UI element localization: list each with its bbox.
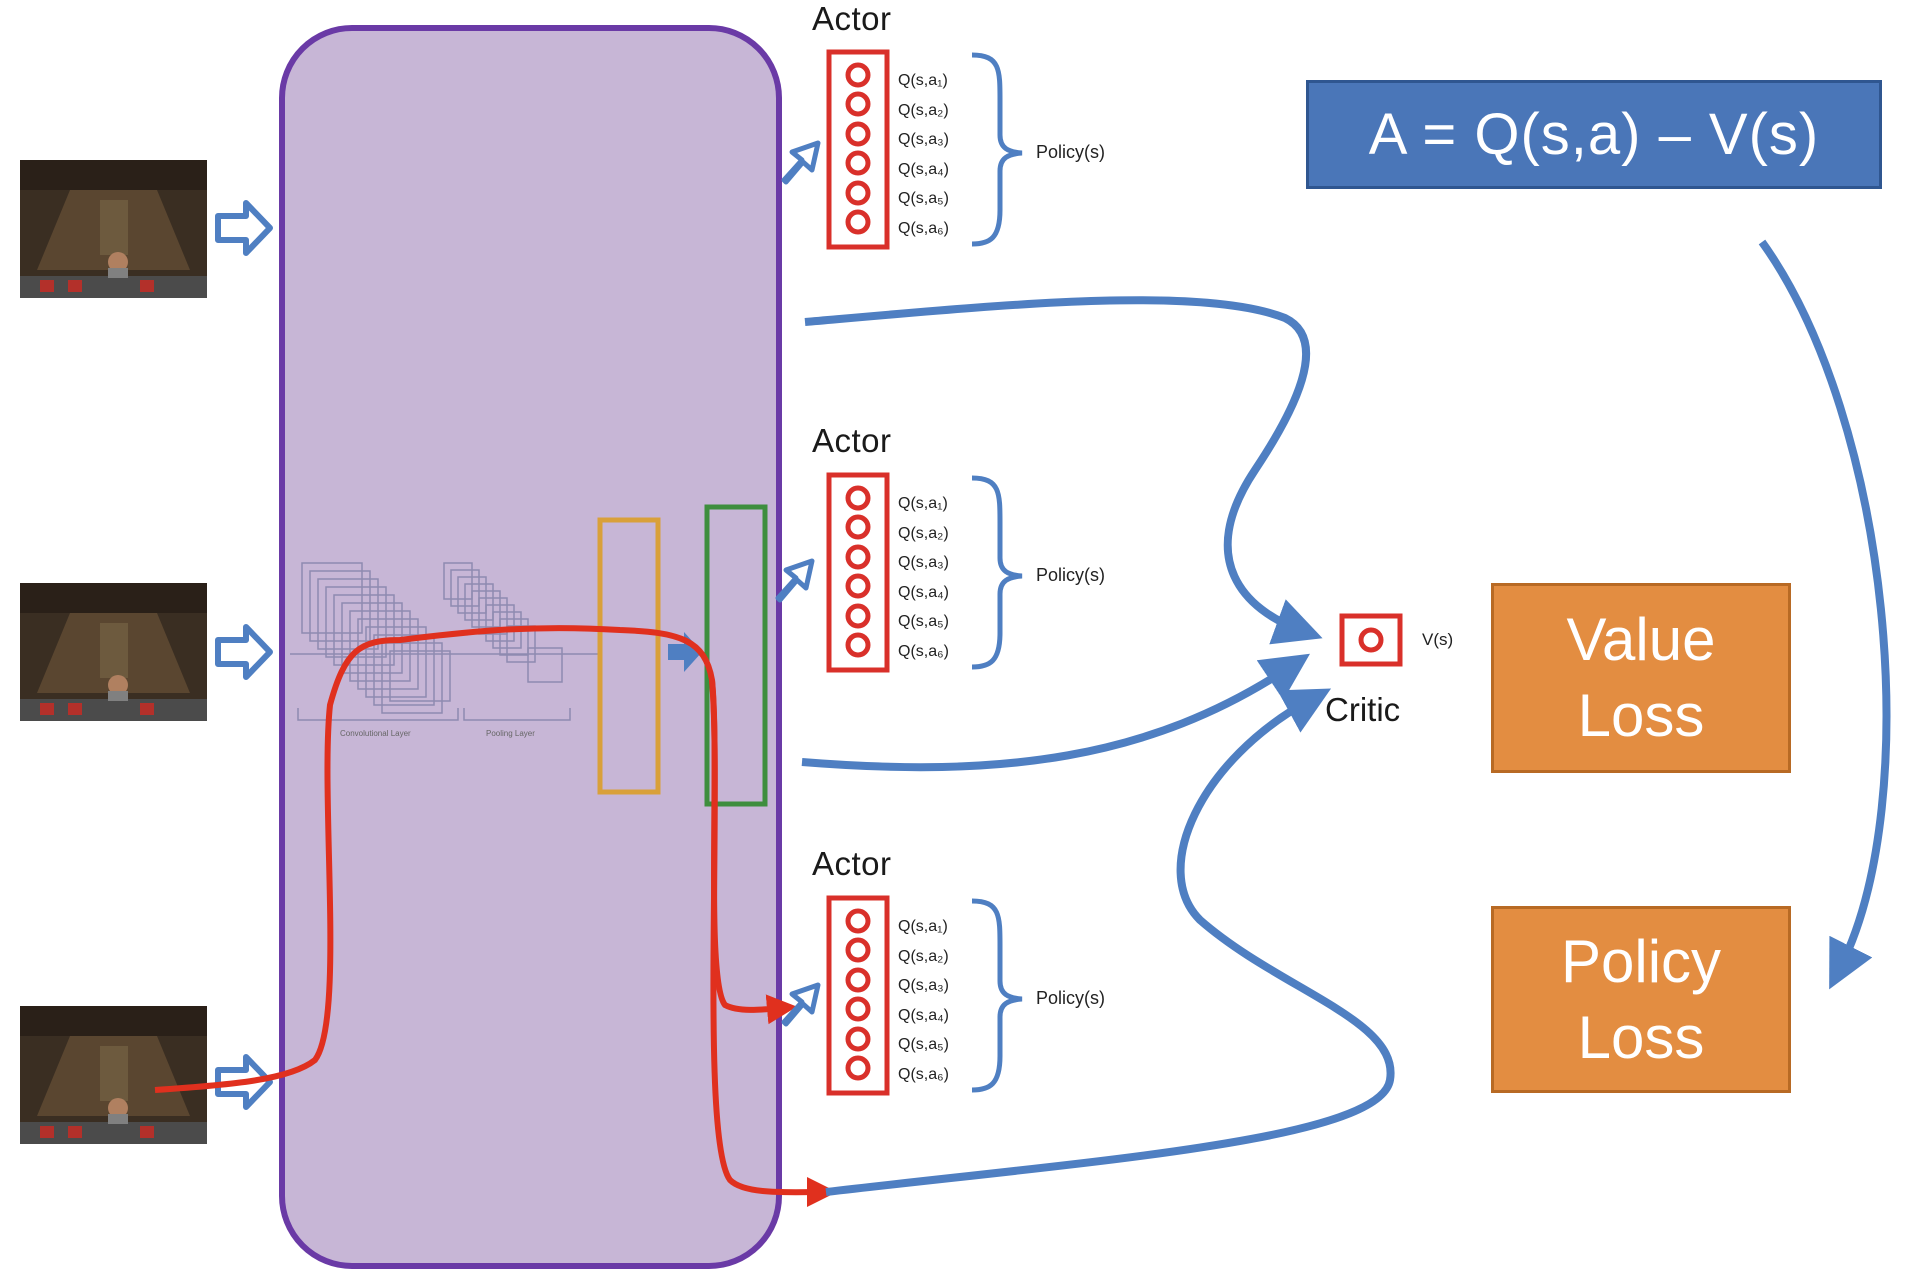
policy-brace-1 bbox=[971, 52, 1023, 247]
q-value: Q(s,a₆) bbox=[898, 219, 949, 237]
value-loss-box: Value Loss bbox=[1491, 583, 1791, 773]
critic-arrow-from-actor-2 bbox=[801, 653, 1310, 772]
actor-1-neurons bbox=[826, 49, 890, 250]
advantage-to-policy-loss-arrow bbox=[1758, 239, 1891, 990]
q-value: Q(s,a₂) bbox=[898, 947, 949, 965]
policy-loss-box: Policy Loss bbox=[1491, 906, 1791, 1093]
conv-layer-caption: Convolutional Layer bbox=[340, 729, 411, 738]
actor-3-policy-label: Policy(s) bbox=[1036, 988, 1106, 1008]
q-value: Q(s,a₅) bbox=[898, 613, 949, 630]
critic-neuron-box bbox=[1339, 613, 1403, 667]
q-value: Q(s,a₅) bbox=[898, 1036, 949, 1053]
actor-1-policy-label: Policy(s) bbox=[1036, 142, 1106, 162]
q-value: Q(s,a₄) bbox=[898, 160, 949, 178]
q-value: Q(s,a₃) bbox=[898, 131, 949, 148]
red-flow-path-2 bbox=[709, 679, 837, 1208]
actor-2-policy-label: Policy(s) bbox=[1036, 565, 1106, 585]
game-frame-3 bbox=[20, 1006, 207, 1144]
input-arrow-1 bbox=[215, 200, 273, 256]
actor-2-q-values: Q(s,a₁) Q(s,a₂) Q(s,a₃) Q(s,a₄) Q(s,a₅) … bbox=[898, 489, 949, 666]
actor-1-label: Actor bbox=[812, 0, 892, 37]
actor-1-q-values: Q(s,a₁) Q(s,a₂) Q(s,a₃) Q(s,a₄) Q(s,a₅) … bbox=[898, 66, 949, 243]
cnn-sketch bbox=[290, 562, 600, 721]
critic-value-label: V(s) bbox=[1422, 630, 1454, 649]
value-loss-line-1: Value bbox=[1566, 606, 1716, 673]
actor-2-neurons bbox=[826, 472, 890, 673]
actor-3-neurons bbox=[826, 895, 890, 1096]
hidden-layer-orange bbox=[597, 517, 661, 795]
q-value: Q(s,a₄) bbox=[898, 1006, 949, 1024]
actor-arrow-2 bbox=[775, 558, 815, 603]
pool-layer-caption: Pooling Layer bbox=[486, 729, 535, 738]
policy-loss-line-2: Loss bbox=[1577, 1003, 1705, 1071]
q-value: Q(s,a₂) bbox=[898, 524, 949, 542]
policy-loss-line-1: Policy bbox=[1560, 927, 1722, 995]
actor-arrow-1 bbox=[781, 140, 821, 185]
actor-arrow-3 bbox=[781, 982, 821, 1027]
q-value: Q(s,a₁) bbox=[898, 495, 948, 512]
q-value: Q(s,a₅) bbox=[898, 190, 949, 207]
policy-brace-2 bbox=[971, 475, 1023, 670]
hidden-layer-green bbox=[704, 504, 768, 807]
actor-3-label: Actor bbox=[812, 845, 892, 882]
policy-brace-3 bbox=[971, 898, 1023, 1093]
game-frame-1 bbox=[20, 160, 207, 298]
q-value: Q(s,a₆) bbox=[898, 642, 949, 660]
game-frame-2 bbox=[20, 583, 207, 721]
q-value: Q(s,a₂) bbox=[898, 101, 949, 119]
value-loss-line-2: Loss bbox=[1577, 682, 1705, 749]
q-value: Q(s,a₃) bbox=[898, 554, 949, 571]
actor-3-q-values: Q(s,a₁) Q(s,a₂) Q(s,a₃) Q(s,a₄) Q(s,a₅) … bbox=[898, 912, 949, 1089]
critic-neuron bbox=[1358, 627, 1384, 653]
q-value: Q(s,a₆) bbox=[898, 1065, 949, 1083]
shared-network-block bbox=[279, 25, 782, 1269]
q-value: Q(s,a₁) bbox=[898, 72, 948, 89]
q-value: Q(s,a₃) bbox=[898, 977, 949, 994]
actor-2-label: Actor bbox=[812, 422, 892, 459]
q-value: Q(s,a₁) bbox=[898, 918, 948, 935]
advantage-formula-box: A = Q(s,a) – V(s) bbox=[1306, 80, 1882, 189]
critic-label: Critic bbox=[1325, 691, 1401, 728]
critic-arrow-from-actor-1 bbox=[804, 296, 1323, 645]
input-arrow-2 bbox=[215, 624, 273, 680]
advantage-formula: A = Q(s,a) – V(s) bbox=[1368, 102, 1820, 167]
critic-arrow-from-actor-3 bbox=[825, 688, 1395, 1196]
q-value: Q(s,a₄) bbox=[898, 583, 949, 601]
small-blue-arrow bbox=[668, 632, 702, 672]
